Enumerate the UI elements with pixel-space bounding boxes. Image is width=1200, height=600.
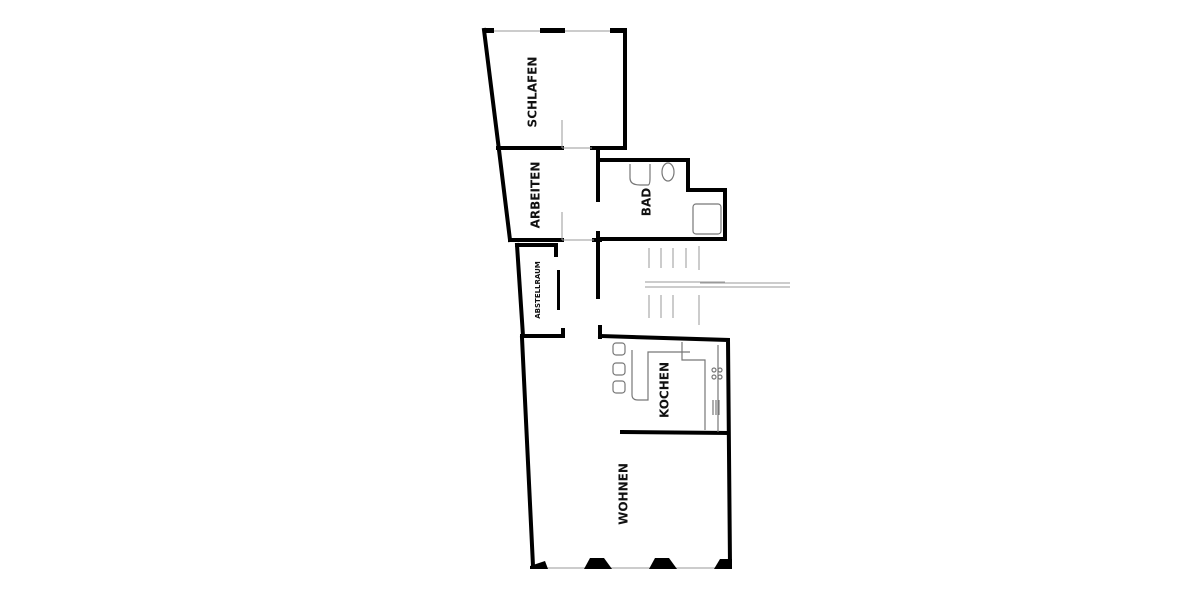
toilet-icon	[661, 162, 675, 182]
chair-icon	[612, 342, 626, 356]
stove-icon	[711, 367, 723, 380]
window-pillar	[484, 28, 494, 33]
sink-icon	[629, 164, 651, 186]
room-abstellraum: ABSTELLRAUM	[514, 242, 565, 339]
door-abstellraum	[557, 270, 560, 310]
label-bad: BAD	[640, 188, 654, 216]
window-pillar	[649, 558, 677, 569]
room-bad: BAD	[596, 148, 727, 299]
chair-icon	[612, 380, 626, 394]
room-schlafen: SCHLAFEN	[481, 27, 627, 243]
kitchen-counter	[631, 342, 719, 432]
sink-icon	[712, 400, 720, 415]
window-pillar	[530, 561, 548, 569]
label-abstellraum: ABSTELLRAUM	[534, 261, 542, 319]
shower-icon	[692, 203, 722, 235]
window-pillar	[610, 28, 626, 33]
room-arbeiten: ARBEITEN	[508, 162, 602, 242]
label-wohnen: WOHNEN	[617, 463, 631, 525]
chair-icon	[612, 362, 626, 376]
window-pillar	[584, 558, 612, 569]
label-schlafen: SCHLAFEN	[526, 57, 540, 128]
label-kochen: KOCHEN	[658, 362, 672, 418]
window-pillar	[540, 28, 565, 33]
room-kochen-wohnen: KOCHEN WOHNEN	[519, 325, 733, 569]
staircase	[645, 246, 790, 325]
label-arbeiten: ARBEITEN	[529, 162, 543, 229]
window-pillar	[714, 559, 732, 569]
